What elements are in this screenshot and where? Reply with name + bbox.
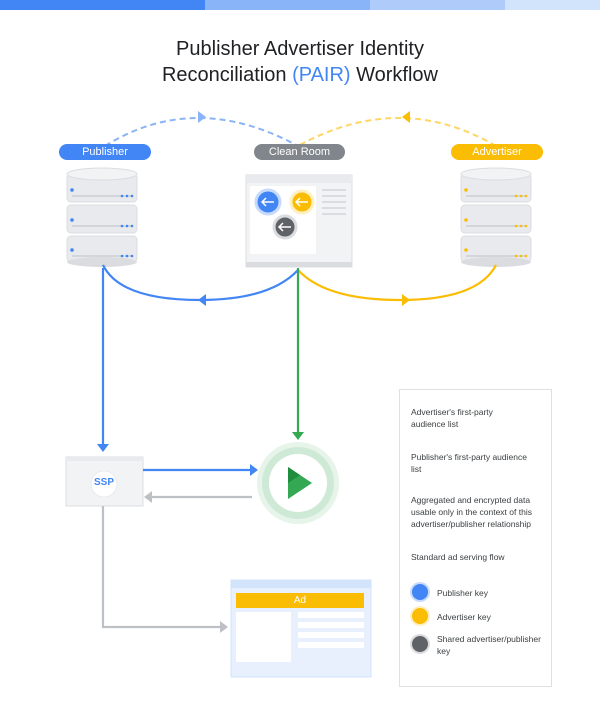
- advertiser-arc-arrow: [402, 111, 410, 123]
- publisher-list-dashed-arc: [104, 117, 299, 147]
- publisher-arc-arrow: [198, 111, 206, 123]
- title-line-1: Publisher Advertiser Identity: [176, 38, 424, 60]
- legend-advertiser-key-icon: [412, 608, 428, 624]
- legend-advertiser-key: Advertiser key: [437, 612, 491, 622]
- blue-curve-arrow: [198, 294, 206, 306]
- advertiser-database-icon: [460, 167, 532, 267]
- cleanroom-to-player-arrow: [292, 432, 304, 440]
- ssp-to-ad-line: [101, 506, 220, 629]
- publisher-label: Publisher: [59, 144, 151, 160]
- advertiser-list-dashed-arc: [297, 117, 497, 147]
- legend-publisher-list: Publisher's first-party audience list: [411, 452, 527, 474]
- ssp-to-player-arrow: [250, 464, 258, 476]
- clean-room-panel-icon: [245, 174, 353, 268]
- legend-shared-key-icon: [412, 636, 428, 652]
- legend-standard-flow: Standard ad serving flow: [411, 552, 505, 562]
- play-icon: [257, 442, 339, 524]
- web-page-icon: [230, 579, 372, 678]
- player-to-ssp-arrow: [144, 491, 152, 503]
- legend-publisher-key-icon: [412, 584, 428, 600]
- advertiser-label: Advertiser: [451, 144, 543, 160]
- page-title: Publisher Advertiser Identity Reconcilia…: [0, 36, 600, 88]
- title-line-2: Reconciliation (PAIR) Workflow: [161, 64, 438, 86]
- top-color-bar: [0, 0, 600, 10]
- legend-publisher-key: Publisher key: [437, 588, 489, 598]
- ssp-label: SSP: [93, 477, 114, 488]
- yellow-return-curve: [297, 264, 497, 302]
- legend-shared-key: Shared advertiser/publisher key: [437, 634, 541, 656]
- ssp-to-ad-arrow: [220, 621, 228, 633]
- publisher-to-ssp-arrow: [97, 444, 109, 452]
- yellow-curve-arrow: [402, 294, 410, 306]
- legend-advertiser-list: Advertiser's first-party audience list: [411, 407, 493, 429]
- blue-return-curve: [102, 264, 299, 302]
- ssp-box: [65, 456, 144, 507]
- ad-label: Ad: [293, 595, 307, 606]
- clean-room-label: Clean Room: [254, 144, 345, 160]
- legend-aggregated-data: Aggregated and encrypted data usable onl…: [411, 495, 532, 529]
- publisher-database-icon: [66, 167, 138, 267]
